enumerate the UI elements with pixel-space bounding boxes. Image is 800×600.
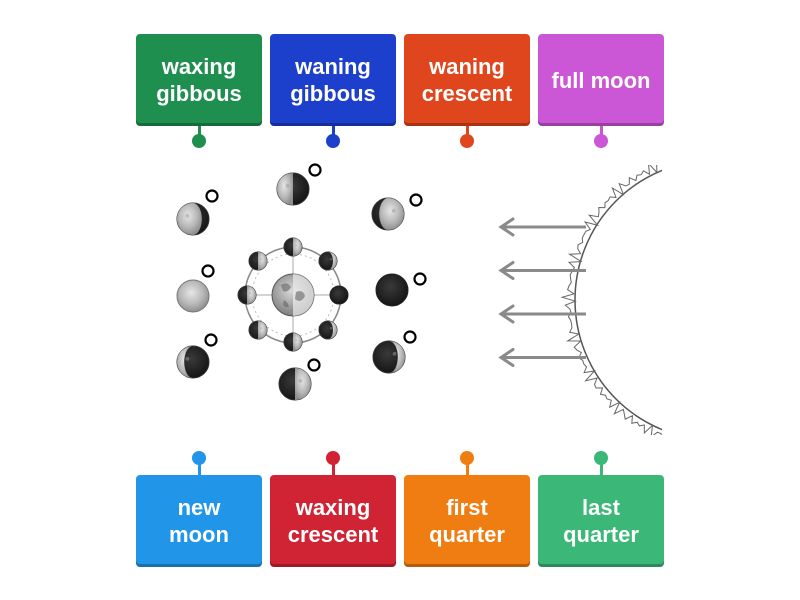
pin-dot [594, 451, 608, 465]
inset-moon [283, 237, 303, 257]
earth [271, 273, 315, 317]
pin-dot [460, 134, 474, 148]
label-tile-last-quarter[interactable]: last quarter [538, 475, 664, 567]
pin-stem [465, 461, 469, 475]
moon-upper-left [176, 202, 210, 236]
orbit-inset [237, 237, 349, 352]
pin-stem [331, 126, 335, 140]
label-tile-text: waning crescent [421, 54, 513, 106]
pin-dot [192, 134, 206, 148]
inset-moon [318, 320, 338, 340]
moon-top [276, 172, 310, 206]
inset-moon [248, 320, 268, 340]
drop-target-ring[interactable] [307, 358, 321, 372]
drop-target-ring[interactable] [204, 333, 218, 347]
label-tile-waxing-crescent[interactable]: waxing crescent [270, 475, 396, 567]
label-tile-text: first quarter [429, 495, 505, 547]
label-tile-waxing-gibbous[interactable]: waxing gibbous [136, 34, 262, 126]
pin-stem [331, 461, 335, 475]
drop-target-ring[interactable] [201, 264, 215, 278]
label-tile-text: new moon [169, 495, 229, 547]
label-tile-text: waxing gibbous [156, 54, 242, 106]
drop-target-ring[interactable] [205, 189, 219, 203]
pin-dot [326, 134, 340, 148]
label-tile-new-moon[interactable]: new moon [136, 475, 262, 567]
label-tile-text: full moon [551, 67, 651, 93]
pin-dot [326, 451, 340, 465]
moon-lower-right [372, 340, 406, 374]
sunlight-arrows [498, 217, 586, 367]
sunlight-arrow [498, 348, 586, 367]
label-tile-text: waning gibbous [290, 54, 376, 106]
label-tile-first-quarter[interactable]: first quarter [404, 475, 530, 567]
pin-stem [197, 461, 201, 475]
moon-left [176, 279, 210, 313]
pin-dot [192, 451, 206, 465]
pin-stem [599, 461, 603, 475]
label-tile-text: waxing crescent [287, 495, 379, 547]
drop-targets[interactable] [201, 163, 427, 372]
pin-stem [197, 126, 201, 140]
pin-stem [599, 126, 603, 140]
drop-target-ring[interactable] [308, 163, 322, 177]
label-tile-text: last quarter [563, 495, 639, 547]
sunlight-arrow [498, 261, 586, 280]
pin-dot [594, 134, 608, 148]
drop-target-ring[interactable] [409, 193, 423, 207]
label-tile-waning-crescent[interactable]: waning crescent [404, 34, 530, 126]
pin-stem [465, 126, 469, 140]
sun [560, 165, 662, 435]
inset-moon [318, 251, 338, 271]
drop-target-ring[interactable] [413, 272, 427, 286]
pin-dot [460, 451, 474, 465]
drop-target-ring[interactable] [403, 330, 417, 344]
moon-upper-right [371, 197, 405, 231]
moon-bottom [278, 367, 312, 401]
label-tile-waning-gibbous[interactable]: waning gibbous [270, 34, 396, 126]
inset-moon [283, 332, 303, 352]
moon-phases [176, 172, 409, 401]
sunlight-arrow [498, 217, 586, 237]
sunlight-arrow [498, 304, 586, 324]
inset-moon [248, 251, 268, 271]
moon-lower-left [176, 345, 210, 379]
inset-moon [237, 285, 257, 305]
label-tile-full-moon[interactable]: full moon [538, 34, 664, 126]
inset-moon [329, 285, 349, 305]
moon-right [375, 273, 409, 307]
